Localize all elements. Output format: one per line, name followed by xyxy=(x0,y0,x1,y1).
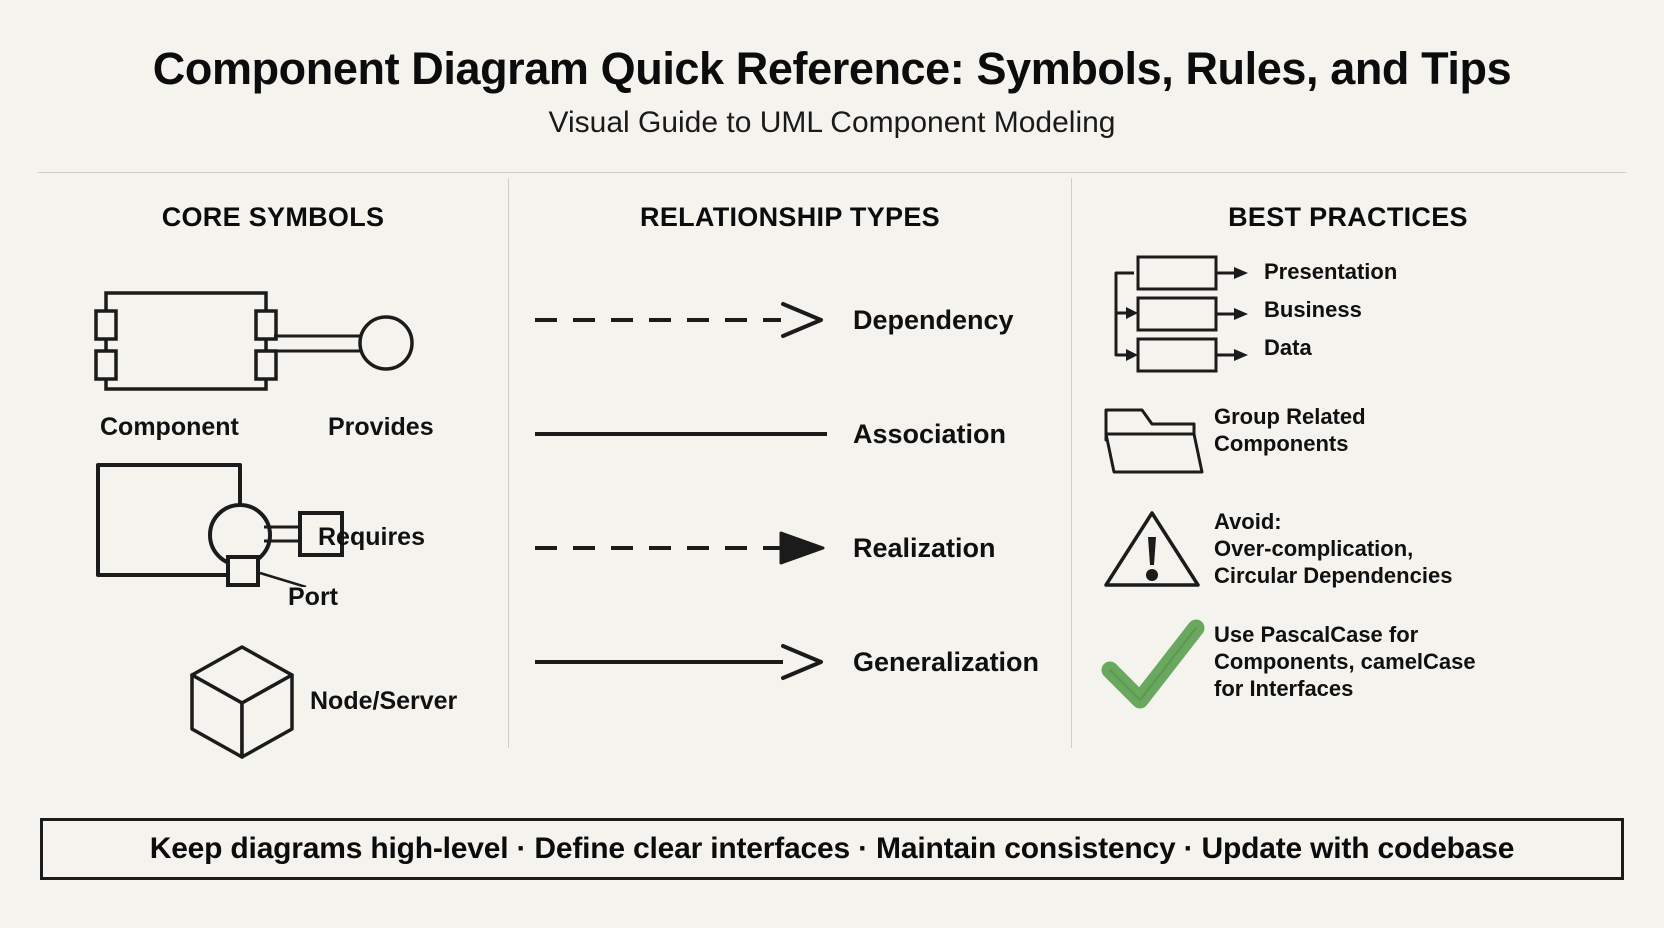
column-best-practices: BEST PRACTICES xyxy=(1072,178,1624,748)
warning-triangle-svg xyxy=(1104,511,1200,587)
layer-row-business: Business xyxy=(1258,291,1397,329)
header-divider xyxy=(38,172,1626,173)
relationship-label-generalization: Generalization xyxy=(853,646,1040,677)
column-heading-relationships: RELATIONSHIP TYPES xyxy=(640,202,940,232)
relationship-row-dependency: Dependency xyxy=(509,263,1071,377)
column-core-symbols: CORE SYMBOLS xyxy=(38,178,508,759)
folder-icon xyxy=(1098,400,1214,487)
best-practice-text-group: Group Related Components xyxy=(1214,400,1366,458)
page-subtitle: Visual Guide to UML Component Modeling xyxy=(548,105,1116,139)
column-heading-best-practices: BEST PRACTICES xyxy=(1228,202,1468,232)
layer-label-data: Data xyxy=(1264,335,1312,360)
column-relationship-types: RELATIONSHIP TYPES Dependency Associatio… xyxy=(508,178,1072,748)
label-provides: Provides xyxy=(328,413,434,441)
best-practice-naming: Use PascalCase for Components, camelCase… xyxy=(1098,618,1624,715)
checkmark-svg xyxy=(1101,619,1205,709)
warning-icon xyxy=(1098,505,1214,600)
naming-line-1: Use PascalCase for xyxy=(1214,622,1419,647)
folder-svg xyxy=(1104,408,1204,474)
relationship-label-association: Association xyxy=(853,418,1007,449)
columns-container: CORE SYMBOLS xyxy=(38,178,1626,759)
page-title: Component Diagram Quick Reference: Symbo… xyxy=(152,43,1512,94)
component-lollipop-svg xyxy=(94,291,414,391)
cube-icon xyxy=(190,645,294,759)
label-component: Component xyxy=(100,413,239,441)
checkmark-icon xyxy=(1098,618,1214,715)
avoid-line-3: Circular Dependencies xyxy=(1214,562,1453,588)
layer-stack-svg xyxy=(1114,255,1248,373)
relationship-row-generalization: Generalization xyxy=(509,605,1071,719)
best-practice-group-components: Group Related Components xyxy=(1098,400,1624,487)
relationship-row-association: Association xyxy=(509,377,1071,491)
summary-banner-text: Keep diagrams high-level · Define clear … xyxy=(149,832,1515,865)
group-line-2: Components xyxy=(1214,430,1349,456)
best-practices-list: Presentation Business Data xyxy=(1072,251,1624,715)
layered-architecture-icon xyxy=(1098,251,1248,378)
layer-label-business: Business xyxy=(1264,297,1362,322)
naming-line-3: for Interfaces xyxy=(1214,675,1354,701)
header: Component Diagram Quick Reference: Symbo… xyxy=(0,44,1664,140)
dashed-open-arrow-icon xyxy=(535,302,823,338)
required-interface-symbol xyxy=(88,457,388,592)
best-practice-layers: Presentation Business Data xyxy=(1098,251,1624,378)
best-practice-text-avoid: Avoid: Over-complication, Circular Depen… xyxy=(1214,505,1452,589)
layer-row-data: Data xyxy=(1258,329,1397,367)
component-symbol xyxy=(88,281,428,406)
relationship-label-realization: Realization xyxy=(853,532,996,563)
socket-port-svg xyxy=(96,463,344,589)
group-line-1: Group Related xyxy=(1214,404,1366,429)
best-practice-text-naming: Use PascalCase for Components, camelCase… xyxy=(1214,618,1476,702)
avoid-line-1: Avoid: xyxy=(1214,509,1282,534)
relationship-list: Dependency Association Realization xyxy=(509,263,1071,719)
layer-label-presentation: Presentation xyxy=(1264,259,1398,284)
label-node-server: Node/Server xyxy=(310,687,458,715)
naming-line-2: Components, camelCase xyxy=(1214,648,1476,674)
best-practice-avoid: Avoid: Over-complication, Circular Depen… xyxy=(1098,505,1624,600)
label-port: Port xyxy=(288,583,338,611)
avoid-line-2: Over-complication, xyxy=(1214,535,1414,561)
column-heading-core: CORE SYMBOLS xyxy=(161,202,385,232)
layer-labels: Presentation Business Data xyxy=(1258,251,1397,367)
layer-row-presentation: Presentation xyxy=(1258,253,1397,291)
label-requires: Requires xyxy=(318,523,425,551)
summary-banner: Keep diagrams high-level · Define clear … xyxy=(40,818,1624,880)
relationship-label-dependency: Dependency xyxy=(853,304,1014,335)
core-symbols-body: Component Provides xyxy=(38,245,508,759)
solid-line-icon xyxy=(535,432,827,436)
solid-open-arrow-icon xyxy=(535,644,823,680)
relationship-row-realization: Realization xyxy=(509,491,1071,605)
dashed-filled-arrow-icon xyxy=(535,531,825,565)
node-symbol xyxy=(178,635,308,770)
